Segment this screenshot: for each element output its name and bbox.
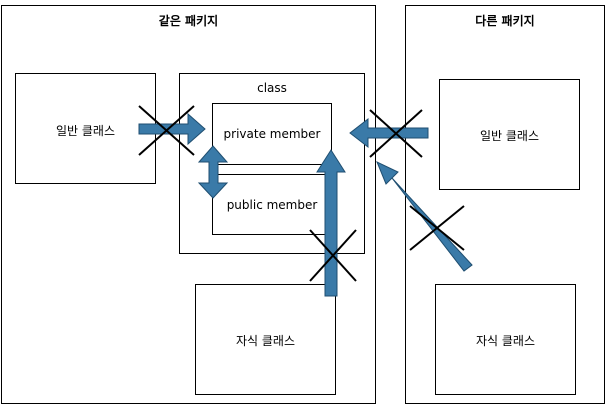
class-title: class [257, 81, 287, 95]
private-member-label: private member [223, 127, 321, 141]
same-package-child-class-label: 자식 클래스 [235, 334, 295, 348]
arrow-other-general-to-private [349, 117, 429, 149]
arrow-private-public-double [197, 145, 229, 199]
private-member-box [212, 103, 332, 165]
public-member-label: public member [226, 198, 318, 212]
same-package-general-class-box [15, 73, 156, 184]
same-package-child-class-box [195, 284, 336, 395]
arrow-same-child-to-private [316, 149, 346, 297]
other-package-child-class-label: 자식 클래스 [475, 334, 535, 348]
other-package-general-class-box [439, 79, 580, 190]
arrow-other-child-to-class [376, 160, 473, 272]
other-package-title: 다른 패키지 [475, 14, 535, 28]
same-package-general-class-label: 일반 클래스 [55, 124, 115, 138]
arrow-same-general-to-private [138, 112, 206, 146]
same-package-title: 같은 패키지 [158, 14, 219, 28]
other-package-child-class-box [435, 284, 576, 395]
other-package-general-class-label: 일반 클래스 [479, 129, 539, 143]
